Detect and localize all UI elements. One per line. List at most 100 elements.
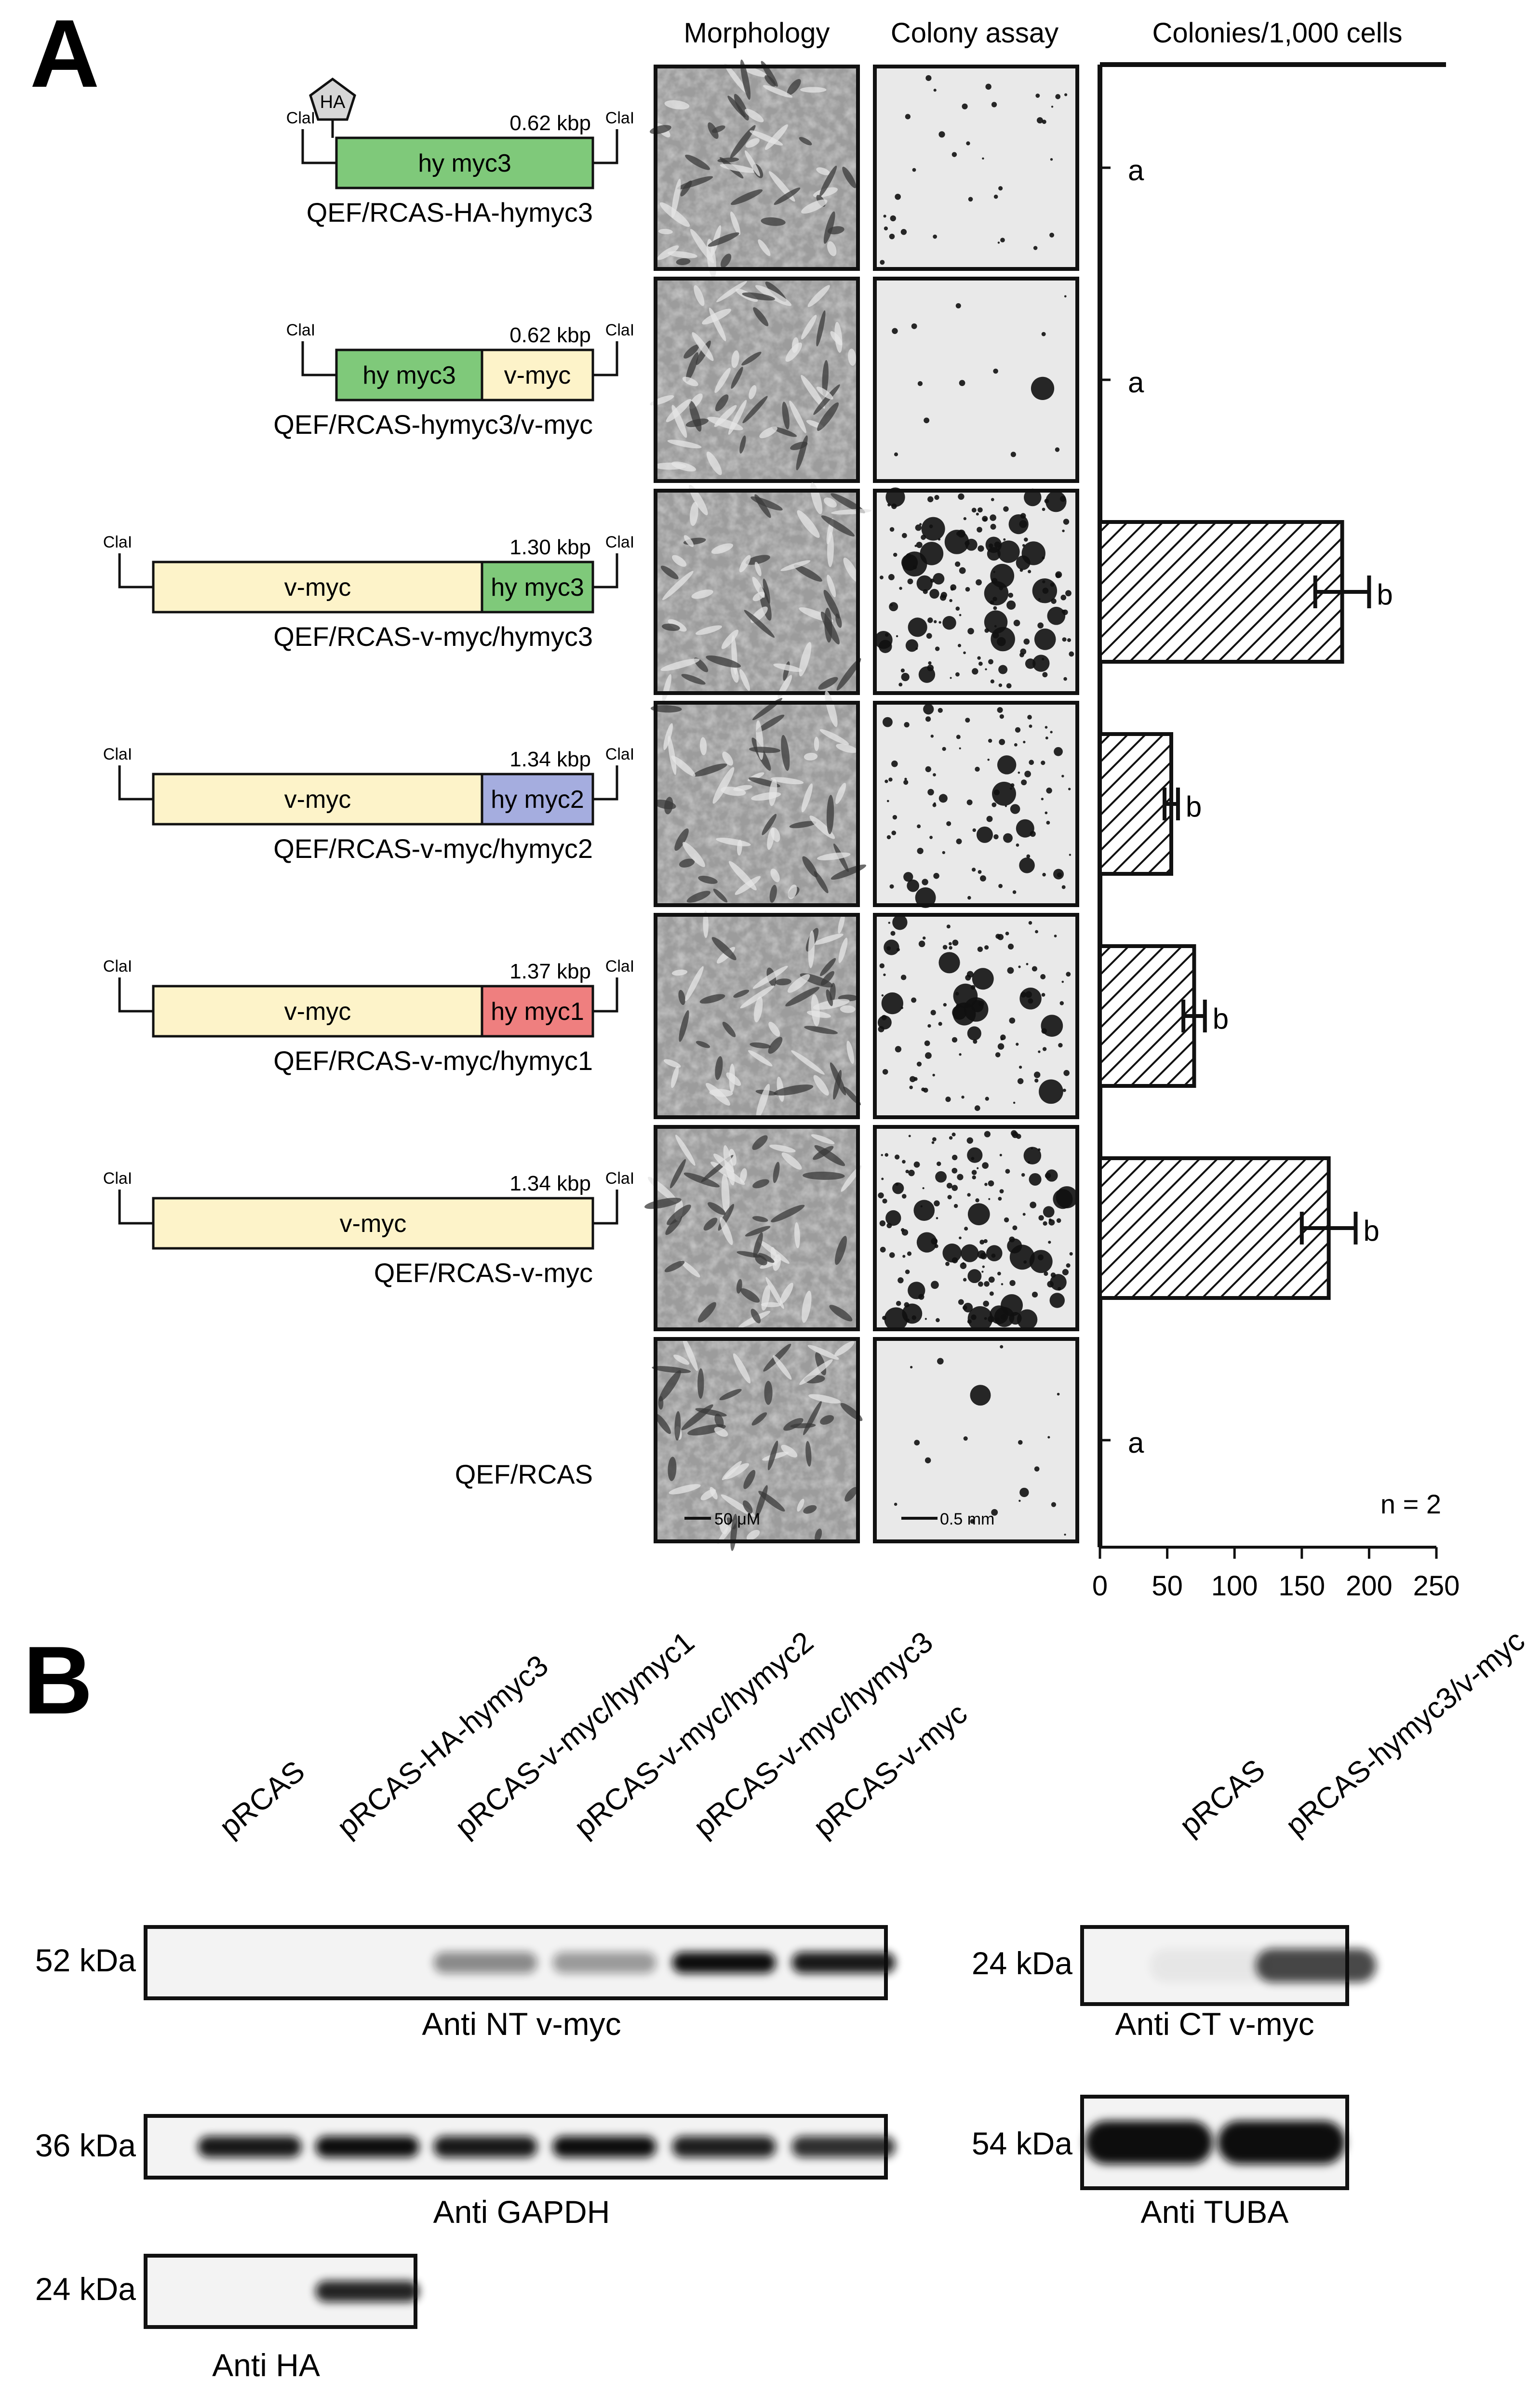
colony-dot — [884, 939, 899, 955]
colony-dot — [986, 816, 993, 822]
colony-dot — [987, 547, 1001, 561]
clai-site-right: ClaI — [605, 321, 634, 339]
colony-dot — [1063, 677, 1067, 681]
cell-shape — [660, 565, 679, 579]
cell-shape — [799, 642, 812, 677]
cell-shape — [767, 1440, 778, 1471]
colony-dot — [960, 1262, 967, 1269]
colony-dot — [987, 758, 990, 761]
cell-shape — [761, 1302, 781, 1308]
colony-dot — [975, 766, 980, 772]
cell-shape — [671, 969, 688, 976]
colony-dot — [959, 614, 962, 616]
colony-dot — [1000, 1345, 1004, 1349]
cell-shape — [693, 763, 727, 777]
colony-dot — [1043, 1206, 1055, 1218]
cell-shape — [674, 1411, 681, 1441]
colony-dot — [1046, 788, 1052, 794]
blot-band — [315, 2136, 419, 2157]
cell-shape — [799, 137, 812, 146]
blot-band — [1256, 1949, 1376, 1982]
cell-shape — [683, 1172, 720, 1188]
colony-dot — [1015, 727, 1021, 733]
colony-dot — [977, 527, 982, 533]
cell-shape — [816, 310, 826, 347]
significance-letter: a — [1128, 1427, 1144, 1459]
colony-dot — [1000, 238, 1005, 242]
colony-dot — [999, 1153, 1002, 1157]
colony-dot — [1017, 1309, 1038, 1330]
colony-dot — [903, 780, 909, 785]
colony-dot — [967, 1269, 982, 1284]
cell-shape — [722, 751, 733, 766]
morphology-frame — [654, 1337, 860, 1543]
cell-shape — [807, 285, 830, 308]
colony-dot — [1013, 1101, 1016, 1104]
cell-shape — [685, 154, 710, 170]
cell-shape — [668, 619, 687, 632]
lane-label: pRCAS-v-myc/hymyc2 — [568, 1625, 820, 1844]
colony-bg — [875, 67, 1077, 269]
colony-dot — [982, 516, 988, 522]
left-flank-line — [118, 977, 153, 1013]
cell-shape — [754, 996, 763, 1022]
colony-dot — [932, 803, 937, 807]
colony-dot — [1059, 1001, 1064, 1005]
colony-dot — [933, 773, 936, 776]
colony-frame — [873, 701, 1079, 907]
cell-shape — [815, 1528, 822, 1542]
cell-shape — [768, 1021, 780, 1037]
colony-dot — [1010, 452, 1016, 457]
cell-shape — [734, 94, 749, 120]
cell-shape — [687, 1424, 726, 1436]
colony-dot — [943, 1003, 947, 1007]
colony-dot — [999, 714, 1005, 719]
cell-shape — [799, 1359, 833, 1385]
colony-frame — [873, 489, 1079, 695]
colony-dot — [1003, 538, 1006, 541]
colony-dot — [884, 779, 888, 783]
colony-dot — [1010, 804, 1020, 814]
colony-dot — [1065, 590, 1072, 597]
colony-dot — [1029, 1173, 1042, 1186]
micrograph-grid — [644, 59, 1079, 1551]
colony-dot — [1038, 598, 1041, 601]
morphology-image — [650, 277, 860, 483]
cell-shape — [745, 1226, 771, 1237]
cell-shape — [844, 1487, 858, 1502]
colony-dot — [1008, 592, 1014, 598]
colony-dot — [950, 677, 952, 679]
colony-dot — [967, 1319, 972, 1324]
colony-dot — [1019, 857, 1035, 873]
colony-dot — [1027, 715, 1032, 720]
cell-shape — [818, 677, 838, 690]
cell-shape — [708, 232, 739, 247]
colony-dot — [1050, 582, 1055, 587]
colony-dot — [985, 1097, 989, 1101]
cell-shape — [706, 451, 722, 475]
x-tick-label: 200 — [1346, 1570, 1393, 1602]
colony-dot — [1036, 117, 1043, 124]
colony-dot — [1031, 1291, 1038, 1298]
cell-shape — [764, 1380, 773, 1405]
cell-shape — [823, 211, 835, 244]
colony-dot — [982, 1265, 985, 1268]
colony-dot — [894, 1502, 897, 1506]
cell-shape — [743, 1500, 753, 1514]
construct-name: QEF/RCAS-hymyc3/v-myc — [273, 409, 593, 440]
colony-dot — [1061, 775, 1064, 777]
cell-shape — [740, 59, 751, 100]
colony-dot — [889, 884, 894, 889]
colony-dot — [902, 1255, 906, 1258]
colony-dot — [1056, 1218, 1061, 1223]
morphology-image — [652, 1337, 863, 1551]
cell-shape — [655, 1414, 671, 1434]
colony-dot — [916, 1232, 938, 1253]
colony-dot — [928, 661, 932, 665]
colony-dot — [946, 1182, 952, 1189]
colony-dot — [951, 1132, 956, 1137]
